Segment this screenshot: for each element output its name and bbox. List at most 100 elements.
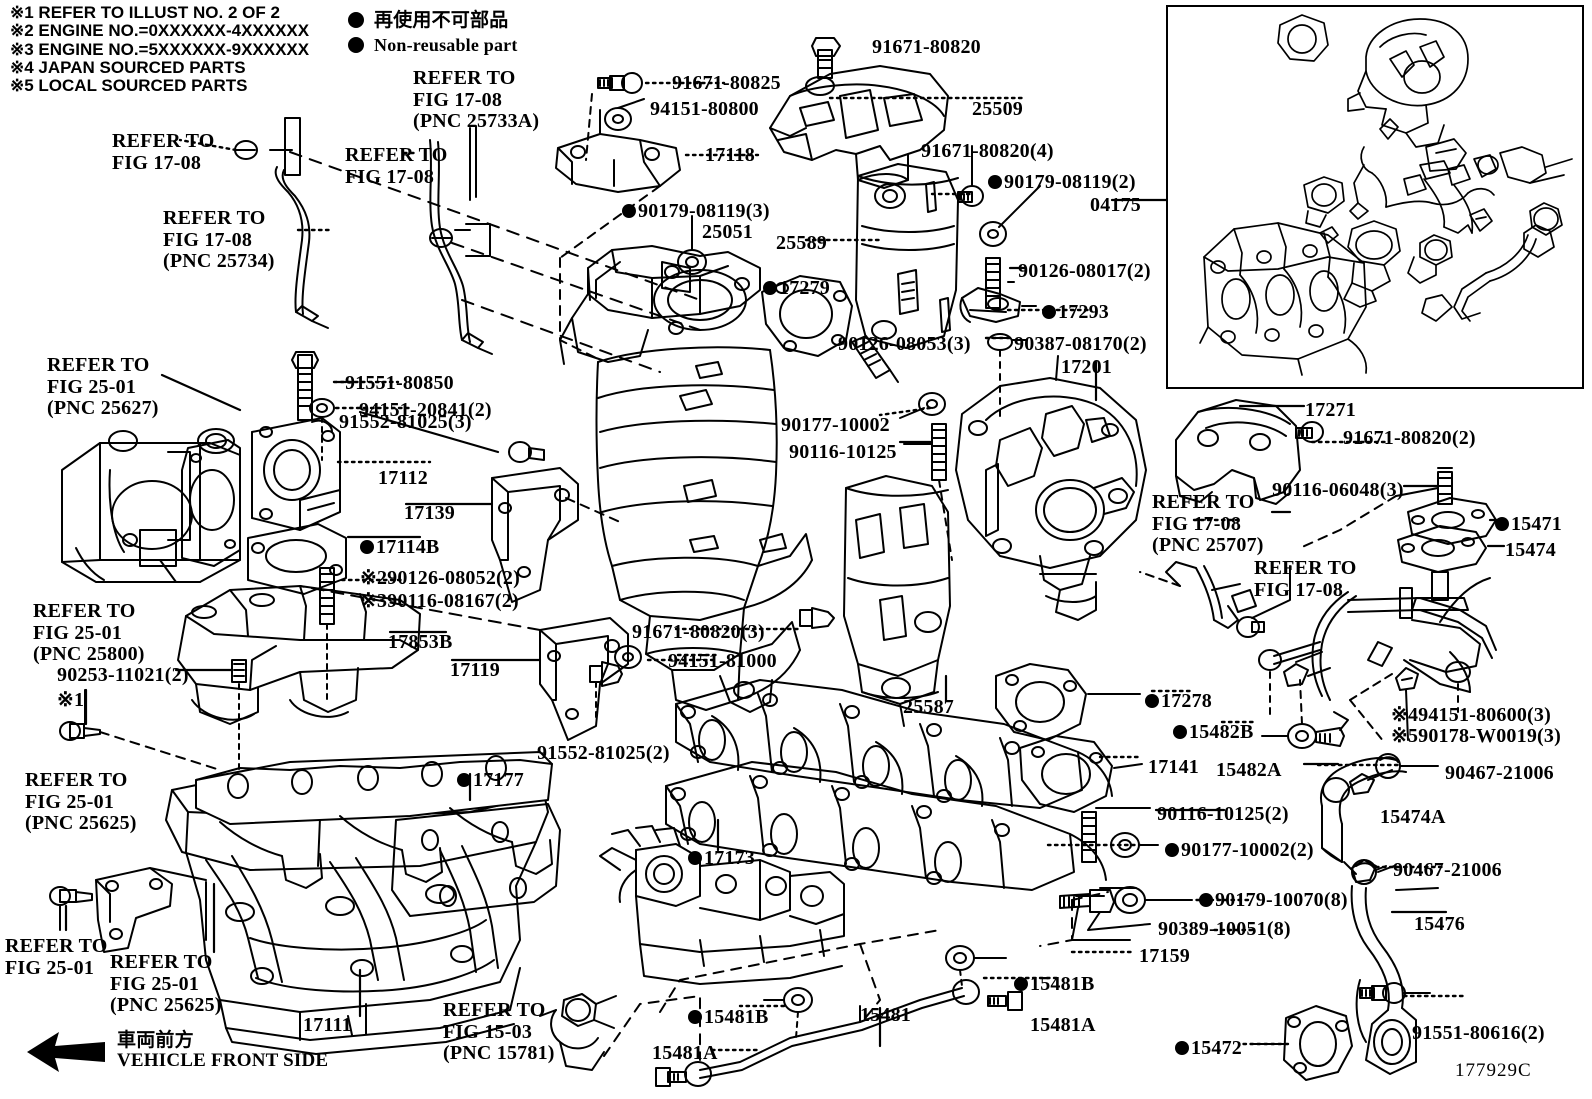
part-label-p-17853b: 17853B [388,631,453,653]
part-label-p-25589: 25589 [776,232,827,254]
vehicle-front-en: VEHICLE FRONT SIDE [117,1050,329,1071]
part-label-p-17119: 17119 [450,659,500,681]
part-label-p-15481b-a: 15481B [1014,973,1095,996]
part-label-p-91671-80825: 91671-80825 [672,72,781,94]
part-label-p-90179-10070: 90179-10070(8) [1199,889,1348,912]
figure-code: 177929C [1455,1060,1532,1081]
part-label-p-90177-10002-2: 90177-10002(2) [1165,839,1314,862]
part-label-p-17201: 17201 [1061,356,1112,378]
part-label-p-90126-08053: 90126-08053(3) [838,333,971,355]
part-label-ref-2501-25625-b: REFER TO FIG 25-01 (PNC 25625) [110,951,222,1017]
part-label-p-17139: 17139 [404,502,455,524]
legend-note-4: ※5 LOCAL SOURCED PARTS [10,76,248,96]
nonreusable-dot-icon [360,540,374,554]
part-label-p-17293: 17293 [1042,301,1109,324]
part-label-p-494151-80600: ※494151-80600(3) [1391,704,1551,726]
part-label-p-17271: 17271 [1305,399,1356,421]
part-label-text: 90179-08119(3) [638,200,770,222]
part-label-p-590178-w0019: ※590178-W0019(3) [1391,725,1561,747]
inset-artwork [1199,14,1573,376]
part-label-p-90467-21006-a: 90467-21006 [1445,762,1554,784]
front-arrow-icon [27,1032,105,1072]
part-label-p-15481a-b: 15481A [652,1042,718,1064]
part-label-ref-1708-d: REFER TO FIG 17-08 (PNC 25733A) [413,67,540,133]
part-label-p-15481a-a: 15481A [1030,1014,1096,1036]
part-label-p-94151-81000: 94151-81000 [668,650,777,672]
part-label-p-15482a: 15482A [1216,759,1282,781]
part-label-p-91671-80820-4: 91671-80820(4) [921,140,1054,162]
legend-note-0: ※1 REFER TO ILLUST NO. 2 OF 2 [10,3,280,22]
part-label-p-91552-81025-3: 91552-81025(3) [339,411,472,433]
nonreusable-dot-icon [688,1010,702,1024]
part-label-p-290126-08052: ※290126-08052(2) [360,567,520,589]
part-label-text: 90177-10002(2) [1181,839,1314,861]
part-label-p-90179-08119-3: 90179-08119(3) [622,200,770,223]
part-label-text: 17279 [779,277,830,299]
nonreusable-dot-icon [622,204,636,218]
part-label-p-17111: 17111 [303,1014,352,1036]
part-label-p-17118: 17118 [705,144,755,166]
nonreusable-dot-icon [1175,1041,1189,1055]
part-label-text: 15481B [1030,973,1095,995]
part-label-ref-1708-25707: REFER TO FIG 17-08 (PNC 25707) [1152,491,1264,557]
part-label-ref-1708-c: REFER TO FIG 17-08 (PNC 25734) [163,207,275,273]
nonreusable-dot-icon [1495,517,1509,531]
part-label-p-04175: 04175 [1090,194,1141,216]
part-label-text: 17293 [1058,301,1109,323]
part-label-p-90116-10125-2: 90116-10125(2) [1157,803,1289,825]
part-label-ref-2501-25627: REFER TO FIG 25-01 (PNC 25627) [47,354,159,420]
part-label-p-25509: 25509 [972,98,1023,120]
nonreusable-dot-icon [348,12,364,29]
part-label-p-90177-10002: 90177-10002 [781,414,890,436]
part-label-p-390116-08167: ※390116-08167(2) [360,590,519,612]
part-label-text: 15482B [1189,721,1254,743]
part-label-p-15481b-b: 15481B [688,1006,769,1029]
nonreusable-dot-icon [1165,843,1179,857]
part-label-text: 15471 [1511,513,1562,535]
part-label-ref-1708-b: REFER TO FIG 17-08 [345,144,448,188]
part-label-p-15474: 15474 [1505,539,1556,561]
part-label-p-15481: 15481 [860,1004,911,1026]
nonreusable-dot-icon [1042,305,1056,319]
part-label-p-94151-80800: 94151-80800 [650,98,759,120]
part-label-p-90116-06048: 90116-06048(3) [1272,479,1404,501]
part-label-text: 15472 [1191,1037,1242,1059]
part-label-p-17177: 17177 [457,769,524,792]
part-label-p-17279: 17279 [763,277,830,300]
part-label-p-17114b: 17114B [360,536,440,559]
legend-notes: ※1 REFER TO ILLUST NO. 2 OF 2 ※2 ENGINE … [10,3,310,96]
vehicle-front-jp: 車両前方 [117,1029,194,1052]
nonreusable-dot-icon-2 [348,37,364,54]
legend-nonreusable-en: Non-reusable part [374,34,518,55]
part-label-p-94151-20841: 94151-20841(2) [359,399,492,421]
legend-nonreusable: 再使用不可部品 Non-reusable part [348,10,518,55]
nonreusable-dot-icon [1199,893,1213,907]
part-label-p-90467-21006-b: 90467-21006 [1393,859,1502,881]
part-label-p-17173: 17173 [688,847,755,870]
nonreusable-dot-icon [1014,977,1028,991]
part-label-ref-2501-25800: REFER TO FIG 25-01 (PNC 25800) [33,600,145,666]
part-label-text: 90179-08119(2) [1004,171,1136,193]
part-label-p-17112: 17112 [378,467,428,489]
part-label-p-note-1: ※1 [57,689,85,711]
part-label-ref-1708-a: REFER TO FIG 17-08 [112,130,215,174]
part-label-ref-1503-15781: REFER TO FIG 15-03 (PNC 15781) [443,999,555,1065]
part-label-p-15476: 15476 [1414,913,1465,935]
legend-note-2: ※3 ENGINE NO.=5XXXXXX-9XXXXXX [10,39,310,59]
part-label-p-91552-81025-2: 91552-81025(2) [537,742,670,764]
part-label-text: 90179-10070(8) [1215,889,1348,911]
part-label-text: 17173 [704,847,755,869]
part-label-ref-1708-e: REFER TO FIG 17-08 [1254,557,1357,601]
part-label-p-90116-10125: 90116-10125 [789,441,897,463]
part-label-text: 17278 [1161,690,1212,712]
part-label-p-91551-80850: 91551-80850 [345,372,454,394]
inset-illustration-box [1166,5,1584,389]
nonreusable-dot-icon [988,175,1002,189]
part-label-p-91551-80616: 91551-80616(2) [1412,1022,1545,1044]
legend-note-3: ※4 JAPAN SOURCED PARTS [10,58,246,78]
part-label-p-90179-08119-2: 90179-08119(2) [988,171,1136,194]
part-label-p-91671-80820: 91671-80820 [872,36,981,58]
part-label-p-90387-08170: 90387-08170(2) [1014,333,1147,355]
part-label-text: 17114B [376,536,440,558]
